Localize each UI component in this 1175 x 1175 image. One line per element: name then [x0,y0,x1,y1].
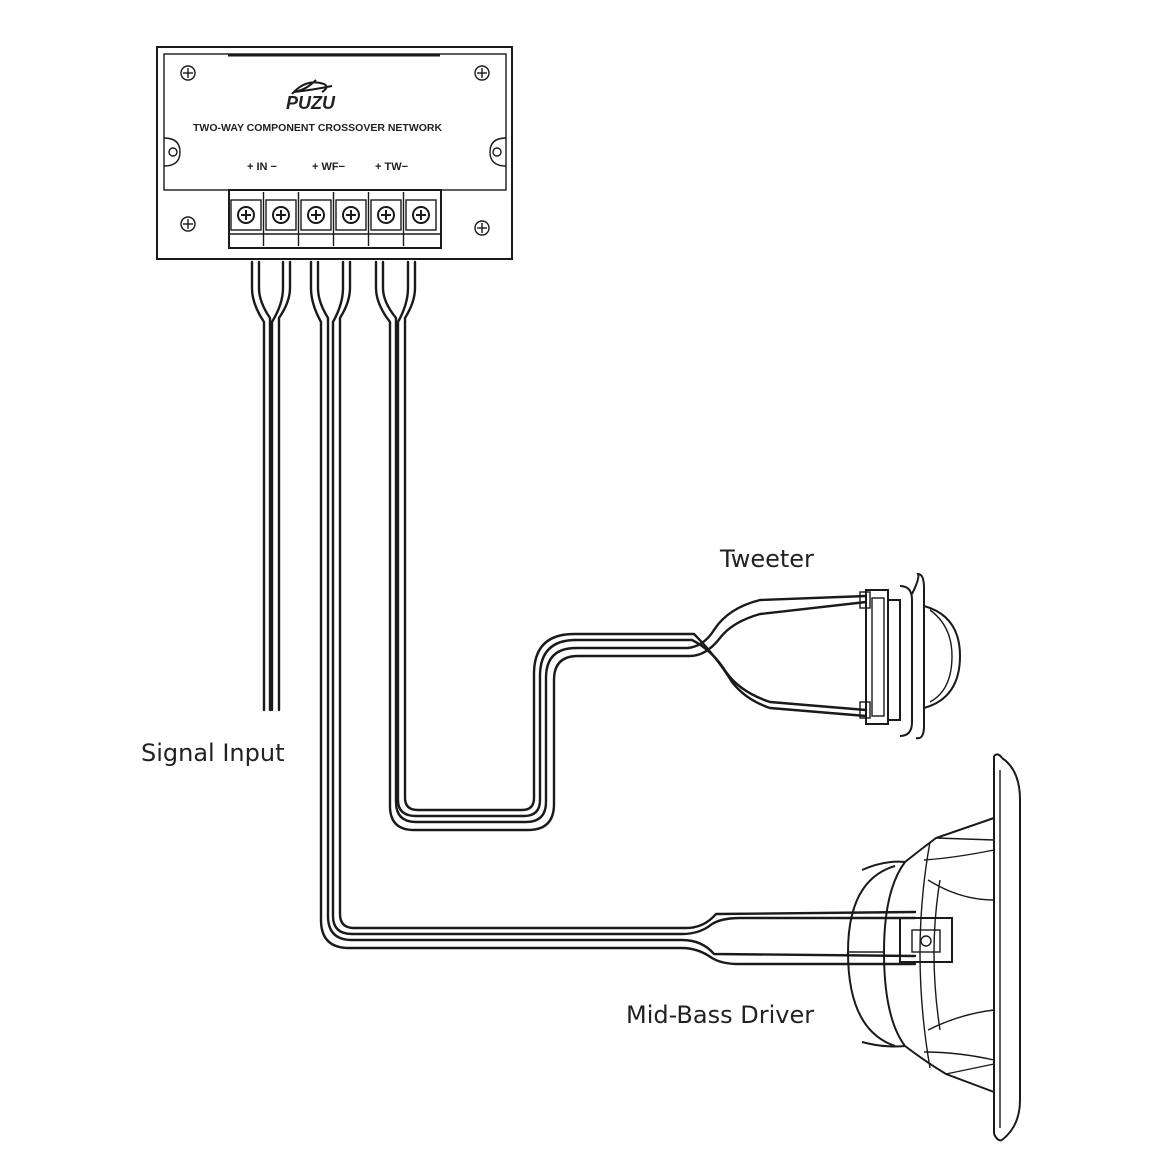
terminal-label-in: + IN − [247,161,277,173]
terminal-screw-icon [405,199,437,231]
wire-mid-bass [309,260,917,966]
screw-icon [474,220,490,236]
wire-tweeter [374,260,868,832]
screw-icon [474,65,490,81]
terminal-screw-icon [335,192,370,246]
wire-signal-input [250,260,292,712]
mid-bass-driver-label: Mid-Bass Driver [626,1001,814,1029]
brand-logo-icon [291,79,333,95]
signal-input-label: Signal Input [141,739,285,767]
terminal-label-wf: + WF− [312,161,345,173]
terminal-screw-icon [230,192,265,246]
terminal-label-tw: + TW− [375,161,408,173]
terminal-screw-icon [300,192,335,246]
brand-name: PUZU [286,93,336,113]
crossover-title: TWO-WAY COMPONENT CROSSOVER NETWORK [193,122,443,134]
screw-icon [180,65,196,81]
speaker-driver-icon [846,753,1021,1142]
crossover-box: PUZU TWO-WAY COMPONENT CROSSOVER NETWORK… [156,46,513,260]
terminal-screw-icon [265,192,300,246]
terminal-screw-icon [370,192,405,246]
tweeter-icon [859,572,962,740]
tweeter-label: Tweeter [719,545,814,573]
screw-icon [180,216,196,232]
